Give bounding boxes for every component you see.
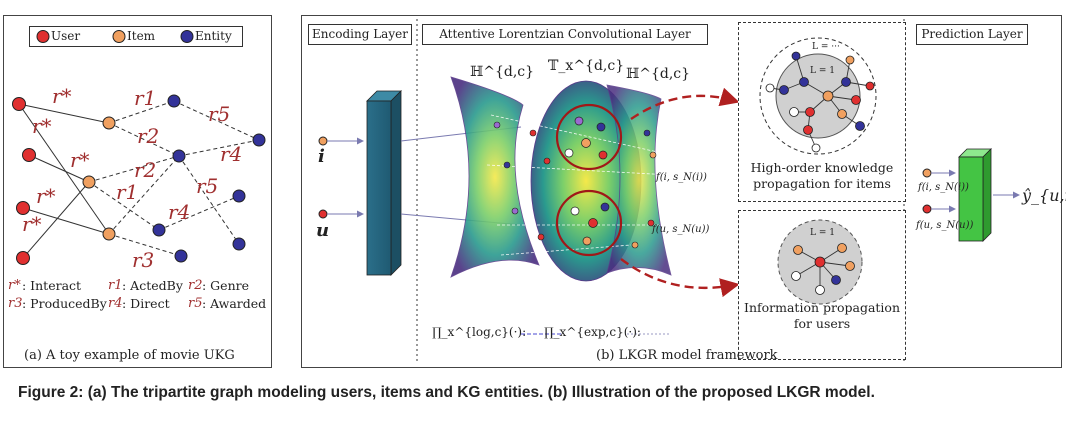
input-i-label: i [318,146,325,167]
pred-f-item: f(i, s_N(i)) [918,182,969,193]
edge-label: r2 [134,158,157,182]
f-item-label: f(i, s_N(i)) [656,172,707,183]
entity-node [252,133,266,147]
user-neighborhood-ring [555,189,623,257]
pred-user-node [922,204,932,214]
rel-sym: r5 [188,296,203,311]
user-node [16,201,30,215]
edge-label: r3 [132,248,155,272]
edge-label: r* [32,114,52,138]
encoding-layer-header: Encoding Layer [308,24,412,45]
rel-sym: r4 [108,296,123,311]
predictor-block [958,148,992,242]
f-user-label: f(u, s_N(u)) [652,224,710,235]
prediction-layer-header: Prediction Layer [916,24,1028,45]
edge-label: r* [36,184,56,208]
edge-label: r4 [168,200,191,224]
tangent-label: 𝕋_x^{d,c} [548,58,625,74]
edge-label: r5 [208,102,231,126]
l-label-inner: L = 1 [810,66,835,76]
edge-label: r2 [137,124,160,148]
rel-text: : ActedBy [122,278,183,293]
user-legend-icon [36,30,50,43]
entity-node [152,223,166,237]
edge-label: r* [52,84,72,108]
edge-label: r4 [220,142,243,166]
rel-text: : Genre [202,278,249,293]
panel-b [301,15,1062,368]
legend-user-label: User [51,29,81,43]
info-box-text: Information propagation for users [744,300,900,331]
rel-sym: r3 [8,296,23,311]
encoder-block [366,90,402,276]
rel-text: : ProducedBy [22,296,107,311]
panel-b-caption: (b) LKGR model framework [596,348,778,363]
user-node [12,97,26,111]
item-node [102,116,116,130]
pred-item-node [922,168,932,178]
prediction-output: ŷ_{u,i} [1022,186,1066,205]
toy-ukg-graph [12,94,266,265]
edge-label: r5 [196,174,219,198]
entity-node [232,237,246,251]
user-subgraph [777,219,863,305]
item-node [82,175,96,189]
panel-a-caption: (a) A toy example of movie UKG [24,348,235,363]
proj-log-label: ∏_x^{log,c}(·): [432,325,527,339]
user-node [22,148,36,162]
edge-label: r1 [134,86,157,110]
figure-caption: Figure 2: (a) The tripartite graph model… [18,384,875,401]
manifold-right [606,84,672,276]
rel-sym: r* [8,278,21,293]
item-legend-icon [112,30,126,43]
l-label-outer: L = ··· [812,42,840,52]
edge-label: r* [70,148,90,172]
input-u-label: u [316,220,330,241]
rel-text: : Interact [22,278,82,293]
item-input-node [318,136,328,146]
rel-sym: r2 [188,278,203,293]
attentive-layer-header: Attentive Lorentzian Convolutional Layer [422,24,708,45]
high-order-box-text: High-order knowledge propagation for ite… [750,160,894,191]
manifold-left-label: ℍ^{d,c} [470,64,535,80]
lkgr-diagram [318,76,1020,335]
panel-a [3,15,272,368]
item-node [102,227,116,241]
user-input-node [318,209,328,219]
proj-exp-label: ∏_x^{exp,c}(·): [544,325,641,339]
rel-text: : Direct [122,296,170,311]
entity-node [232,189,246,203]
manifold-left [450,76,540,278]
l-label-user: L = 1 [810,228,835,238]
entity-legend-icon [180,30,194,43]
manifold-right-label: ℍ^{d,c} [626,66,691,82]
entity-node [174,249,188,263]
entity-node [172,149,186,163]
item-subgraph [759,37,877,155]
rel-sym: r1 [108,278,123,293]
legend-entity-label: Entity [195,29,232,43]
edge-label: r1 [116,180,139,204]
entity-node [167,94,181,108]
pred-f-user: f(u, s_N(u)) [916,220,974,231]
relation-legend: r* : Interact r1 : ActedBy r2 : Genre r3… [8,278,270,318]
edge-label: r* [22,212,42,236]
node-legend-markers [36,30,194,43]
user-node [16,251,30,265]
rel-text: : Awarded [202,296,267,311]
legend-item-label: Item [127,29,156,43]
item-neighborhood-ring [555,103,623,171]
